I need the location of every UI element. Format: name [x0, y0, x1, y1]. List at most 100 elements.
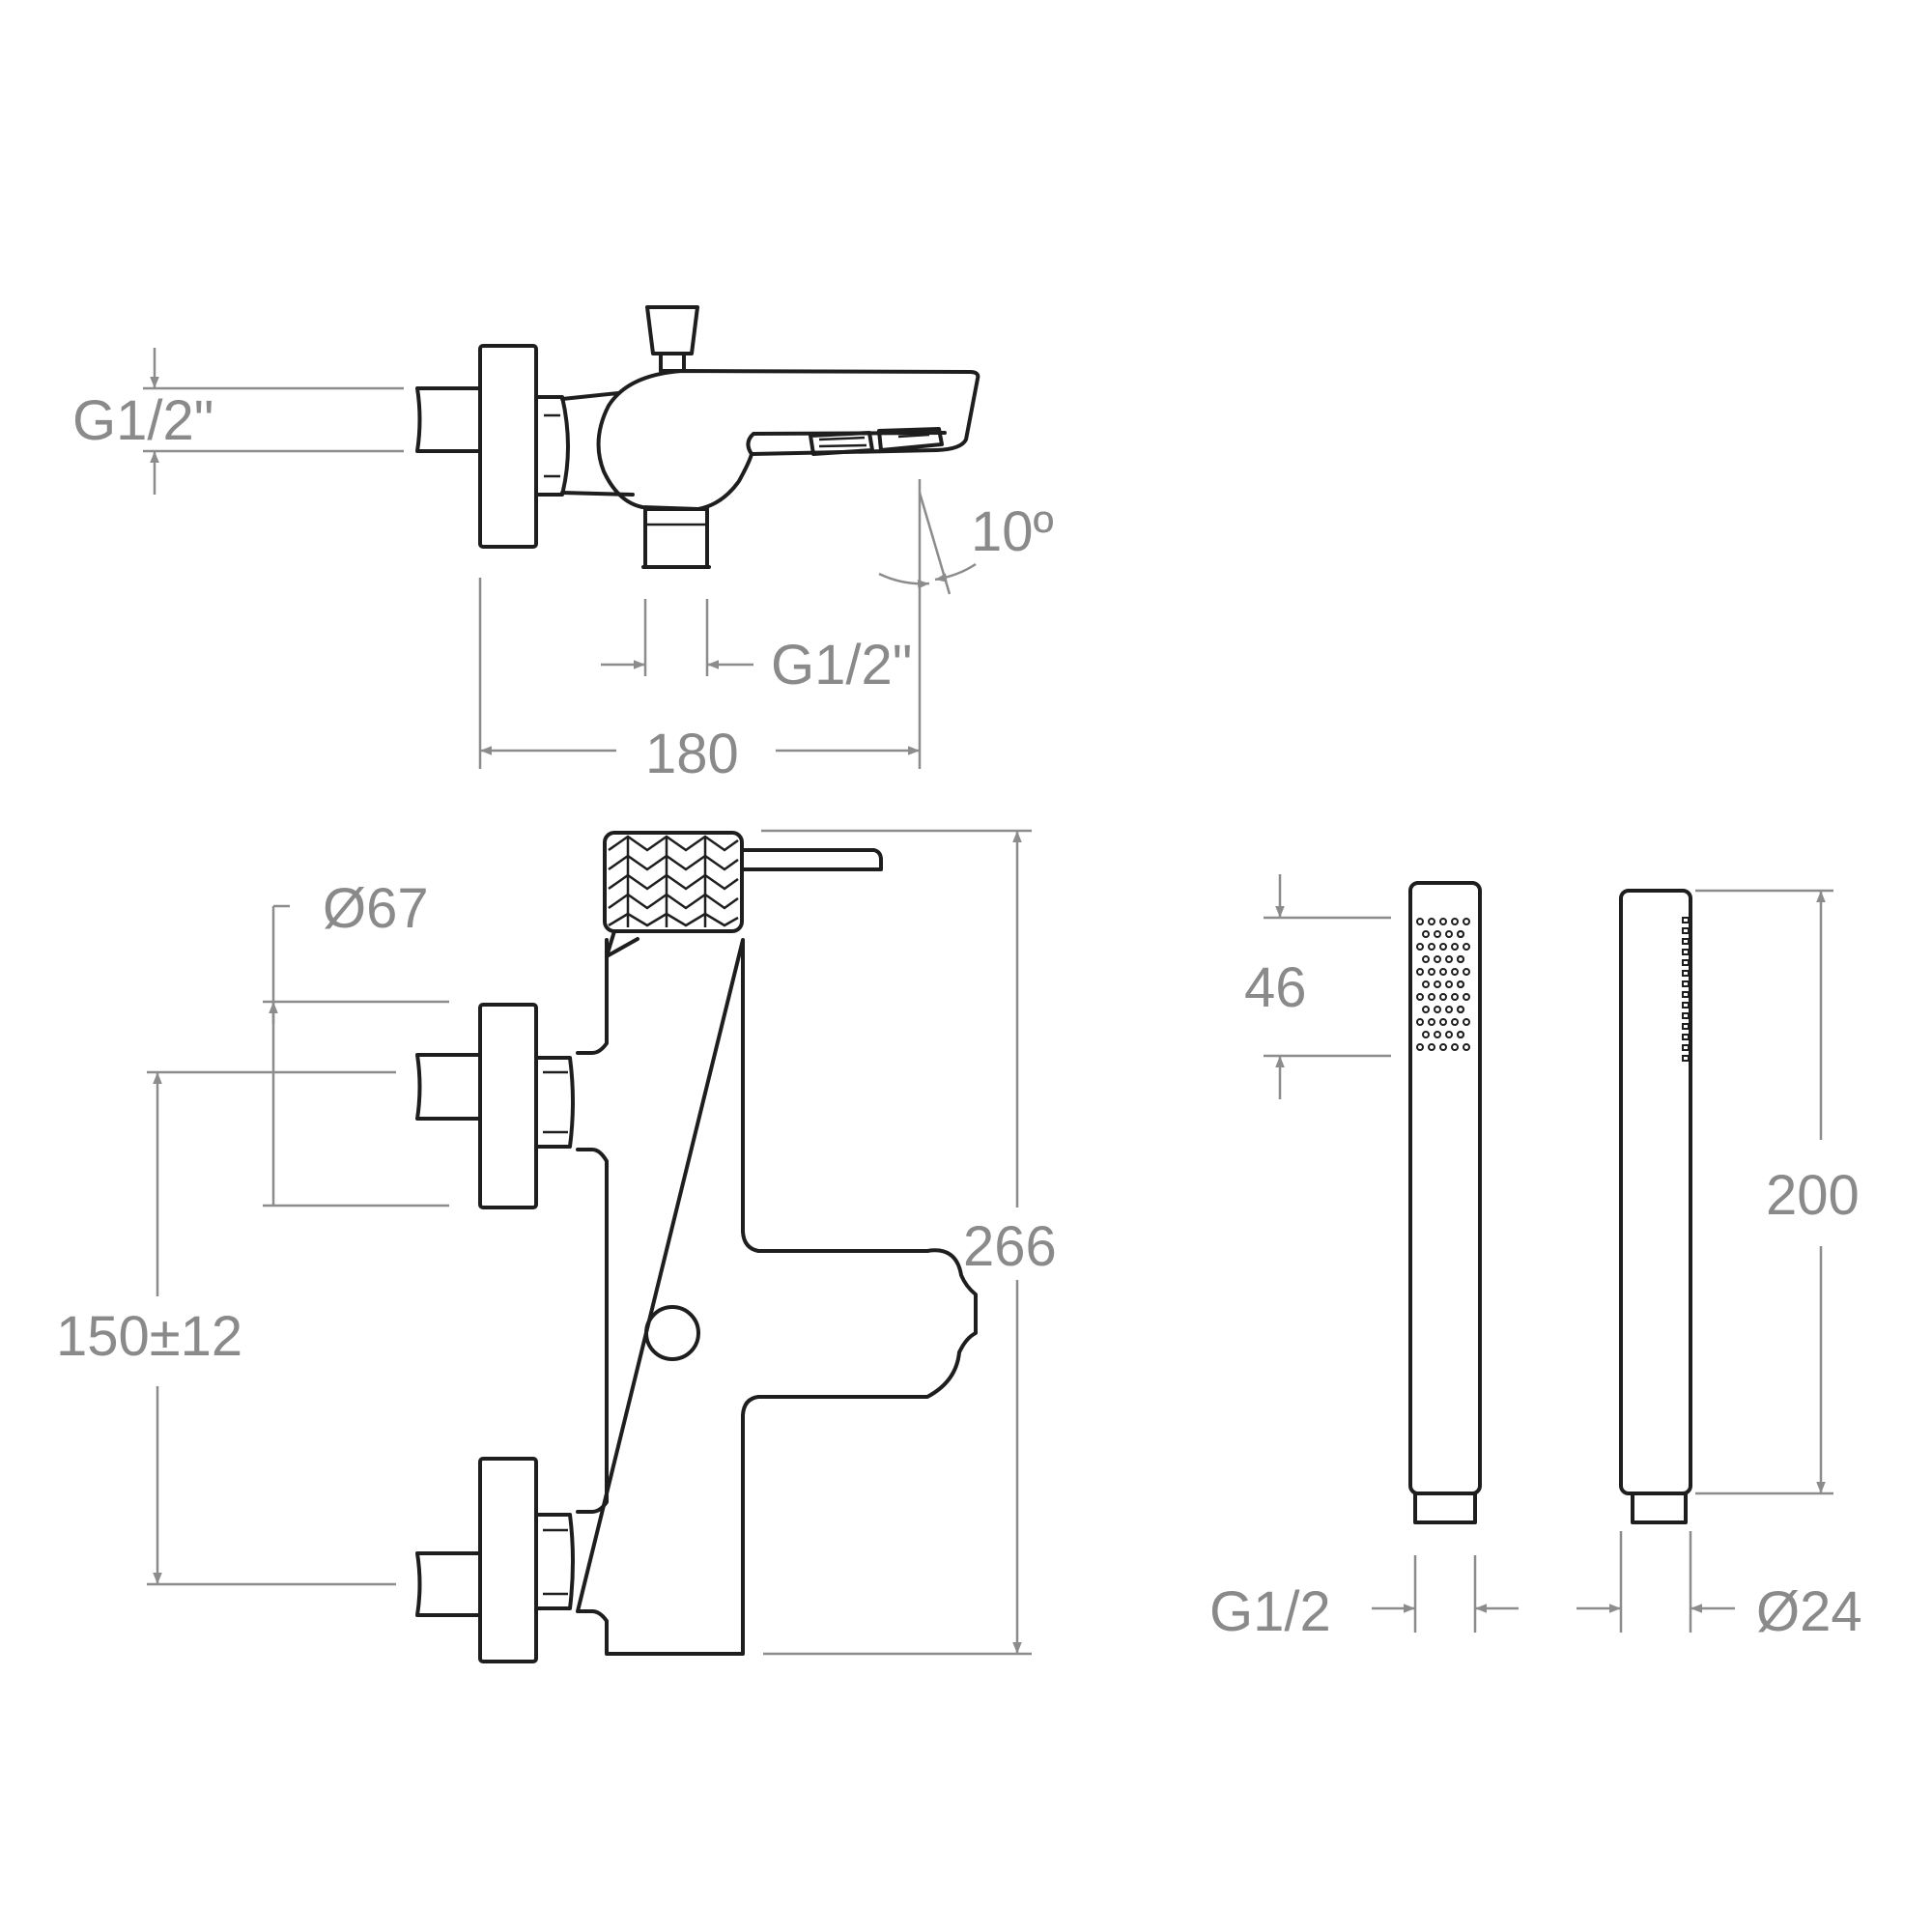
side-nozzle [1682, 938, 1690, 945]
side-nozzle [1682, 1044, 1690, 1051]
nozzle-dot [1422, 1006, 1430, 1013]
side-nozzle-column [1682, 917, 1690, 1062]
nozzle-dot [1434, 1031, 1441, 1038]
nozzle-dot [1422, 1031, 1430, 1038]
nozzle-dot [1457, 1006, 1464, 1013]
hand-shower-side [1619, 889, 1692, 1495]
front-lower-wall-flange [478, 1457, 538, 1663]
nozzle-dot [1463, 1018, 1470, 1026]
nozzle-dot [1434, 1006, 1441, 1013]
nozzle-dot [1428, 993, 1435, 1001]
side-nozzle [1682, 980, 1690, 987]
nozzle-dot [1428, 1043, 1435, 1051]
side-nozzle [1682, 927, 1690, 934]
front-view: Ø67 150±12 266 [56, 829, 1057, 1663]
nozzle-dot [1451, 993, 1459, 1001]
front-upper-hex-nut [534, 1056, 575, 1149]
front-inlet-spacing-label: 150±12 [56, 1305, 242, 1368]
nozzle-dot [1445, 1031, 1453, 1038]
hand-shower-side-connector [1631, 1492, 1688, 1524]
top-wall-flange [478, 344, 538, 549]
nozzle-dot [1439, 943, 1447, 951]
nozzle-dot [1445, 1006, 1453, 1013]
front-upper-wall-flange [478, 1003, 538, 1209]
nozzle-dot [1439, 918, 1447, 925]
nozzle-dot [1457, 980, 1464, 988]
nozzle-dot [1422, 955, 1430, 963]
nozzle-dot [1457, 955, 1464, 963]
nozzle-dot [1416, 1018, 1424, 1026]
nozzle-dot [1451, 968, 1459, 976]
nozzle-dot [1451, 918, 1459, 925]
hand-shower-views: 46 200 G1/2 Ø24 [1209, 874, 1862, 1643]
top-hex-nut [534, 395, 570, 497]
hand-shower-front-connector [1413, 1492, 1477, 1524]
side-nozzle [1682, 1012, 1690, 1019]
top-view: G1/2" 10º G1/2" 180 [72, 305, 1054, 785]
nozzle-dot [1445, 980, 1453, 988]
side-nozzle [1682, 991, 1690, 998]
nozzle-dot [1463, 1043, 1470, 1051]
nozzle-dot [1416, 968, 1424, 976]
hand-shower-spray-label: 46 [1244, 956, 1307, 1019]
nozzle-dot [1416, 943, 1424, 951]
nozzle-dot [1428, 918, 1435, 925]
nozzle-dot [1463, 943, 1470, 951]
front-lower-hex-nut [534, 1513, 575, 1610]
nozzle-dot [1463, 968, 1470, 976]
nozzle-dot [1428, 1018, 1435, 1026]
side-nozzle [1682, 1055, 1690, 1062]
nozzle-dot [1463, 993, 1470, 1001]
nozzle-dot [1428, 943, 1435, 951]
nozzle-dot [1439, 1043, 1447, 1051]
nozzle-dot [1445, 930, 1453, 938]
top-diverter-knob [645, 305, 699, 355]
nozzle-dot [1422, 980, 1430, 988]
top-inlet-thread-label: G1/2" [72, 389, 213, 452]
top-width-label: 180 [645, 723, 739, 785]
nozzle-dot [1457, 1031, 1464, 1038]
nozzle-dot [1428, 968, 1435, 976]
nozzle-dot [1434, 955, 1441, 963]
side-nozzle [1682, 1023, 1690, 1030]
nozzle-dot [1451, 943, 1459, 951]
top-spout-outlet [809, 431, 874, 456]
nozzle-dot [1416, 1043, 1424, 1051]
hand-shower-connection-label: G1/2 [1209, 1580, 1331, 1643]
front-knurled-handle [603, 831, 744, 933]
nozzle-dot [1451, 1018, 1459, 1026]
nozzle-dot [1457, 930, 1464, 938]
front-height-label: 266 [963, 1215, 1057, 1278]
nozzle-dot [1445, 955, 1453, 963]
front-mixer-body [576, 938, 978, 1656]
nozzle-dot [1422, 930, 1430, 938]
hand-shower-length-label: 200 [1766, 1164, 1860, 1227]
top-inlet-stub [415, 386, 482, 453]
side-nozzle [1682, 1002, 1690, 1009]
spray-nozzle-grid [1416, 918, 1470, 1051]
nozzle-dot [1451, 1043, 1459, 1051]
side-nozzle [1682, 1034, 1690, 1040]
front-flange-diameter-label: Ø67 [323, 877, 429, 940]
front-knurl-pattern [608, 835, 739, 927]
side-nozzle [1682, 949, 1690, 955]
front-lever [740, 848, 883, 871]
top-outlet-thread-label: G1/2" [771, 634, 912, 696]
nozzle-dot [1463, 918, 1470, 925]
nozzle-dot [1434, 930, 1441, 938]
nozzle-dot [1434, 980, 1441, 988]
side-nozzle [1682, 917, 1690, 923]
top-spout-body [596, 369, 980, 511]
side-nozzle [1682, 970, 1690, 977]
nozzle-dot [1416, 918, 1424, 925]
nozzle-dot [1439, 1018, 1447, 1026]
side-nozzle [1682, 959, 1690, 966]
hand-shower-diameter-label: Ø24 [1756, 1580, 1862, 1643]
nozzle-dot [1439, 968, 1447, 976]
front-temperature-knob [644, 1305, 700, 1361]
nozzle-dot [1416, 993, 1424, 1001]
nozzle-dot [1439, 993, 1447, 1001]
top-outlet-stub [643, 507, 709, 569]
top-angle-label: 10º [971, 500, 1054, 563]
